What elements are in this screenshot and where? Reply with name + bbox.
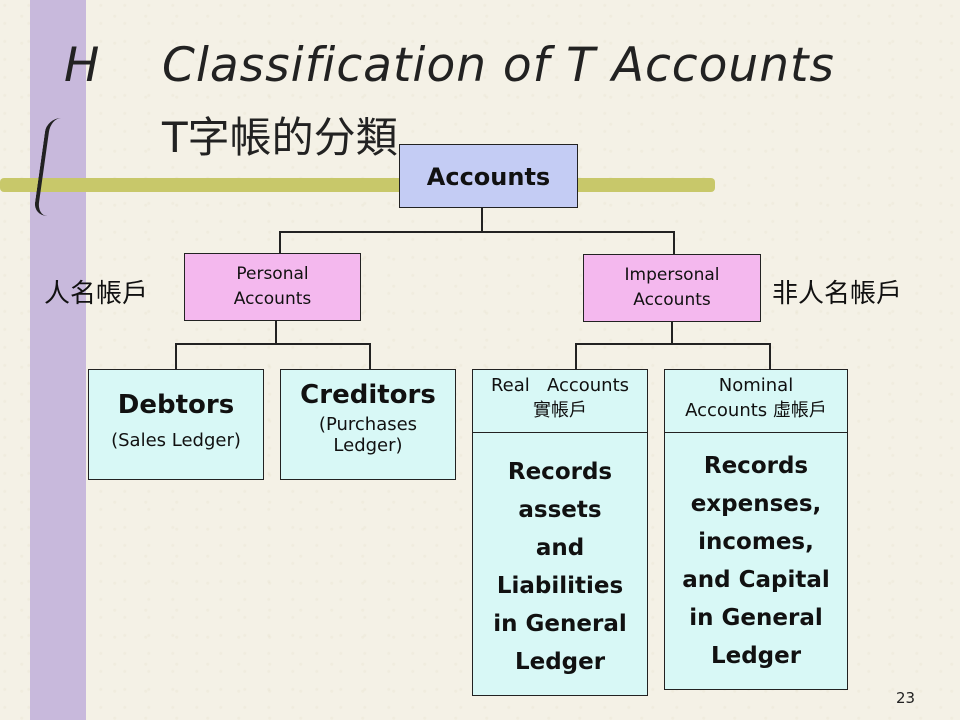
connector-debtors-up [175,343,177,369]
slide-title: Classification of T Accounts [162,38,835,93]
creditors-subtitle-line1: (Purchases [318,414,418,435]
impersonal-accounts-node: Impersonal Accounts [583,254,761,322]
connector-root-down [481,208,483,233]
personal-accounts-node: Personal Accounts [184,253,361,321]
nominal-body-line: in General [689,605,823,631]
real-accounts-description: Records assets and Liabilities in Genera… [472,432,648,696]
slide-title-chinese: T字帳的分類 [162,113,398,162]
connector-impersonal-up [673,231,675,254]
creditors-title: Creditors [300,380,436,410]
real-body-line: in General [493,611,627,637]
decorative-olive-line [0,178,715,192]
impersonal-side-label: 非人名帳戶 [772,279,903,309]
personal-label-line1: Personal [236,264,309,284]
nominal-body-line: incomes, [698,529,814,555]
connector-personal-down [275,321,277,345]
title-letter: H [64,38,100,93]
nominal-accounts-header: Nominal Accounts 虛帳戶 [664,369,848,433]
decorative-lavender-bar [30,0,86,720]
nominal-head-line1: Nominal [718,375,794,396]
real-body-line: Liabilities [496,573,624,599]
connector-real-up [575,343,577,369]
creditors-subtitle-line2: Ledger) [333,435,403,456]
connector-personal-up [279,231,281,253]
nominal-body-line: Ledger [710,643,802,669]
impersonal-label-line2: Accounts [633,290,711,310]
personal-label-line2: Accounts [233,289,312,309]
connector-creditors-up [369,343,371,369]
debtors-title: Debtors [117,390,235,420]
nominal-head-line2: Accounts 虛帳戶 [685,400,827,421]
connector-impersonal-down [671,322,673,345]
real-accounts-header: Real Accounts 實帳戶 [472,369,648,433]
connector-nominal-up [769,343,771,369]
debtors-subtitle: (Sales Ledger) [111,430,241,451]
real-head-line1: Real Accounts [490,375,630,396]
nominal-accounts-description: Records expenses, incomes, and Capital i… [664,432,848,690]
nominal-body-line: expenses, [690,491,822,517]
creditors-node: Creditors (Purchases Ledger) [280,369,456,480]
personal-side-label: 人名帳戶 [44,279,149,309]
nominal-body-line: and Capital [682,567,830,593]
real-body-line: assets [518,497,602,523]
real-head-line2: 實帳戶 [533,400,587,421]
page-number: 23 [896,689,916,707]
connector-level1-horizontal [279,231,675,233]
connector-impersonal-horizontal [575,343,771,345]
impersonal-label-line1: Impersonal [624,265,720,285]
accounts-root-node: Accounts [399,144,578,208]
real-body-line: Ledger [514,649,606,675]
nominal-body-line: Records [703,453,809,479]
real-body-line: Records [507,459,613,485]
connector-personal-horizontal [175,343,371,345]
real-body-line: and [535,535,585,561]
debtors-node: Debtors (Sales Ledger) [88,369,264,480]
